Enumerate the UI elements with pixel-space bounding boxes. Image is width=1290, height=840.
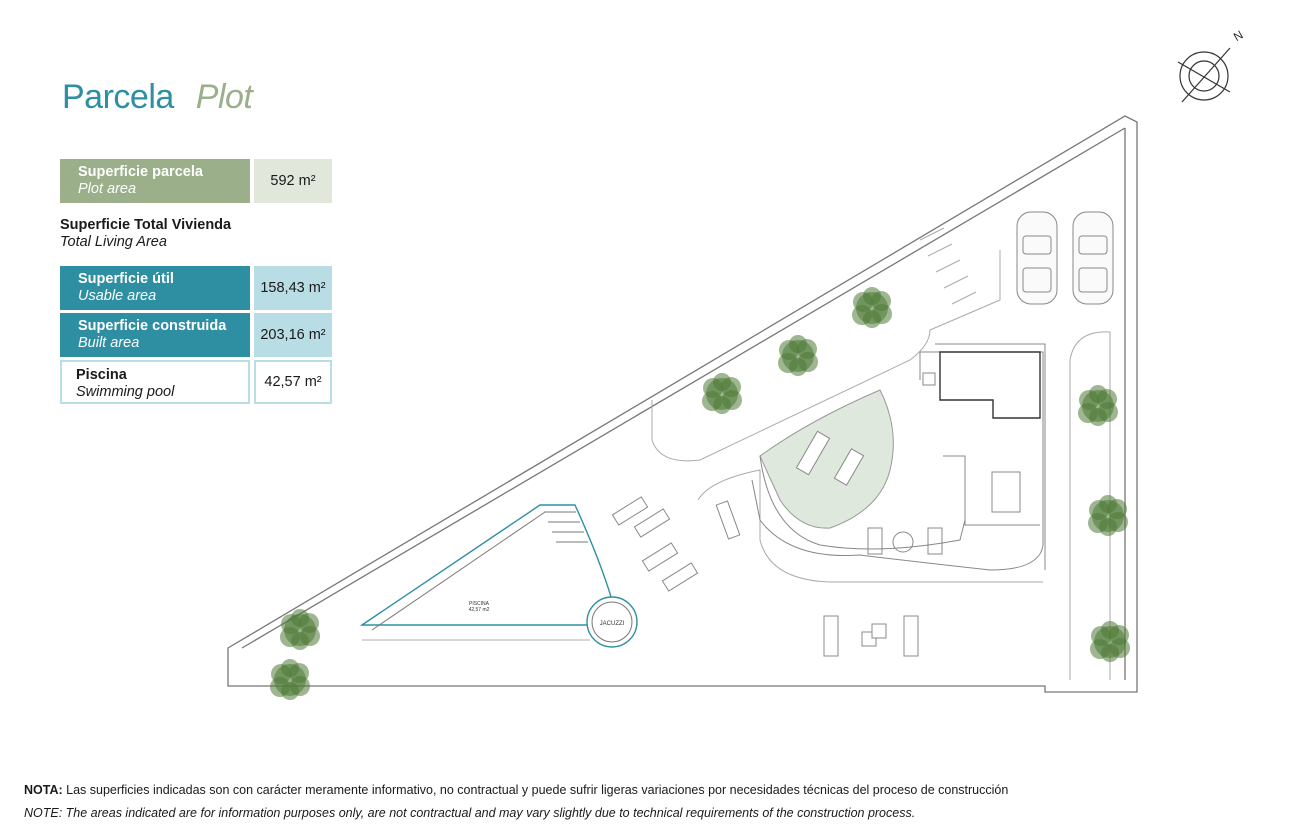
compass-north-label: N: [1231, 28, 1246, 44]
north-compass-icon: N: [1177, 28, 1246, 103]
note-es-prefix: NOTA:: [24, 783, 63, 797]
tree-icon: [702, 373, 742, 414]
pool-area-label-es: Piscina: [76, 367, 127, 383]
tree-icon: [1088, 495, 1128, 536]
plot-area-label-en: Plot area: [78, 181, 137, 197]
living-area-heading: Superficie Total Vivienda Total Living A…: [60, 217, 231, 251]
title-en: Plot: [195, 78, 253, 116]
page-title: Parcela Plot: [62, 78, 253, 117]
built-area-label-en: Built area: [78, 335, 140, 351]
tree-icon: [1078, 385, 1118, 426]
usable-area-label-es: Superficie útil: [78, 271, 174, 287]
driveway-paths: [651, 250, 1111, 680]
living-area-label-es: Superficie Total Vivienda: [60, 217, 232, 233]
pool-area-label-en: Swimming pool: [76, 384, 175, 400]
usable-area-value: 158,43 m²: [254, 266, 332, 310]
tree-icon: [852, 287, 892, 328]
note-en: NOTE: The areas indicated are for inform…: [24, 806, 916, 820]
title-es: Parcela: [62, 78, 174, 116]
built-area-label: Superficie construida Built area: [60, 313, 250, 357]
plot-area-value: 592 m²: [254, 159, 332, 203]
trees: [270, 287, 1130, 700]
sun-loungers: [611, 496, 919, 657]
plot-area-label: Superficie parcela Plot area: [60, 159, 250, 203]
jacuzzi: JACUZZI: [586, 596, 638, 648]
plot-boundary: [227, 115, 1138, 693]
pool-area-label: 42,57 m2: [469, 607, 490, 613]
plot-area-label-es: Superficie parcela: [78, 164, 203, 180]
parking-stripes: [919, 227, 977, 305]
usable-area-label-en: Usable area: [78, 288, 157, 304]
built-area-label-es: Superficie construida: [78, 318, 227, 334]
tree-icon: [280, 609, 320, 650]
pool-area-label: Piscina Swimming pool: [60, 360, 250, 404]
parked-cars: [1016, 211, 1114, 305]
pool-area-value: 42,57 m²: [254, 360, 332, 404]
built-area-value: 203,16 m²: [254, 313, 332, 357]
note-es: NOTA: Las superficies indicadas son con …: [24, 783, 1008, 797]
note-es-text: Las superficies indicadas son con caráct…: [62, 783, 1009, 797]
living-area-label-en: Total Living Area: [60, 234, 167, 250]
pool-label: PISCINA: [469, 601, 490, 607]
tree-icon: [778, 335, 818, 376]
usable-area-label: Superficie útil Usable area: [60, 266, 250, 310]
jacuzzi-label: JACUZZI: [600, 621, 625, 627]
tree-icon: [270, 659, 310, 700]
house-footprint: [751, 343, 1046, 571]
tree-icon: [1090, 621, 1130, 662]
swimming-pool: PISCINA 42,57 m2: [359, 504, 613, 641]
